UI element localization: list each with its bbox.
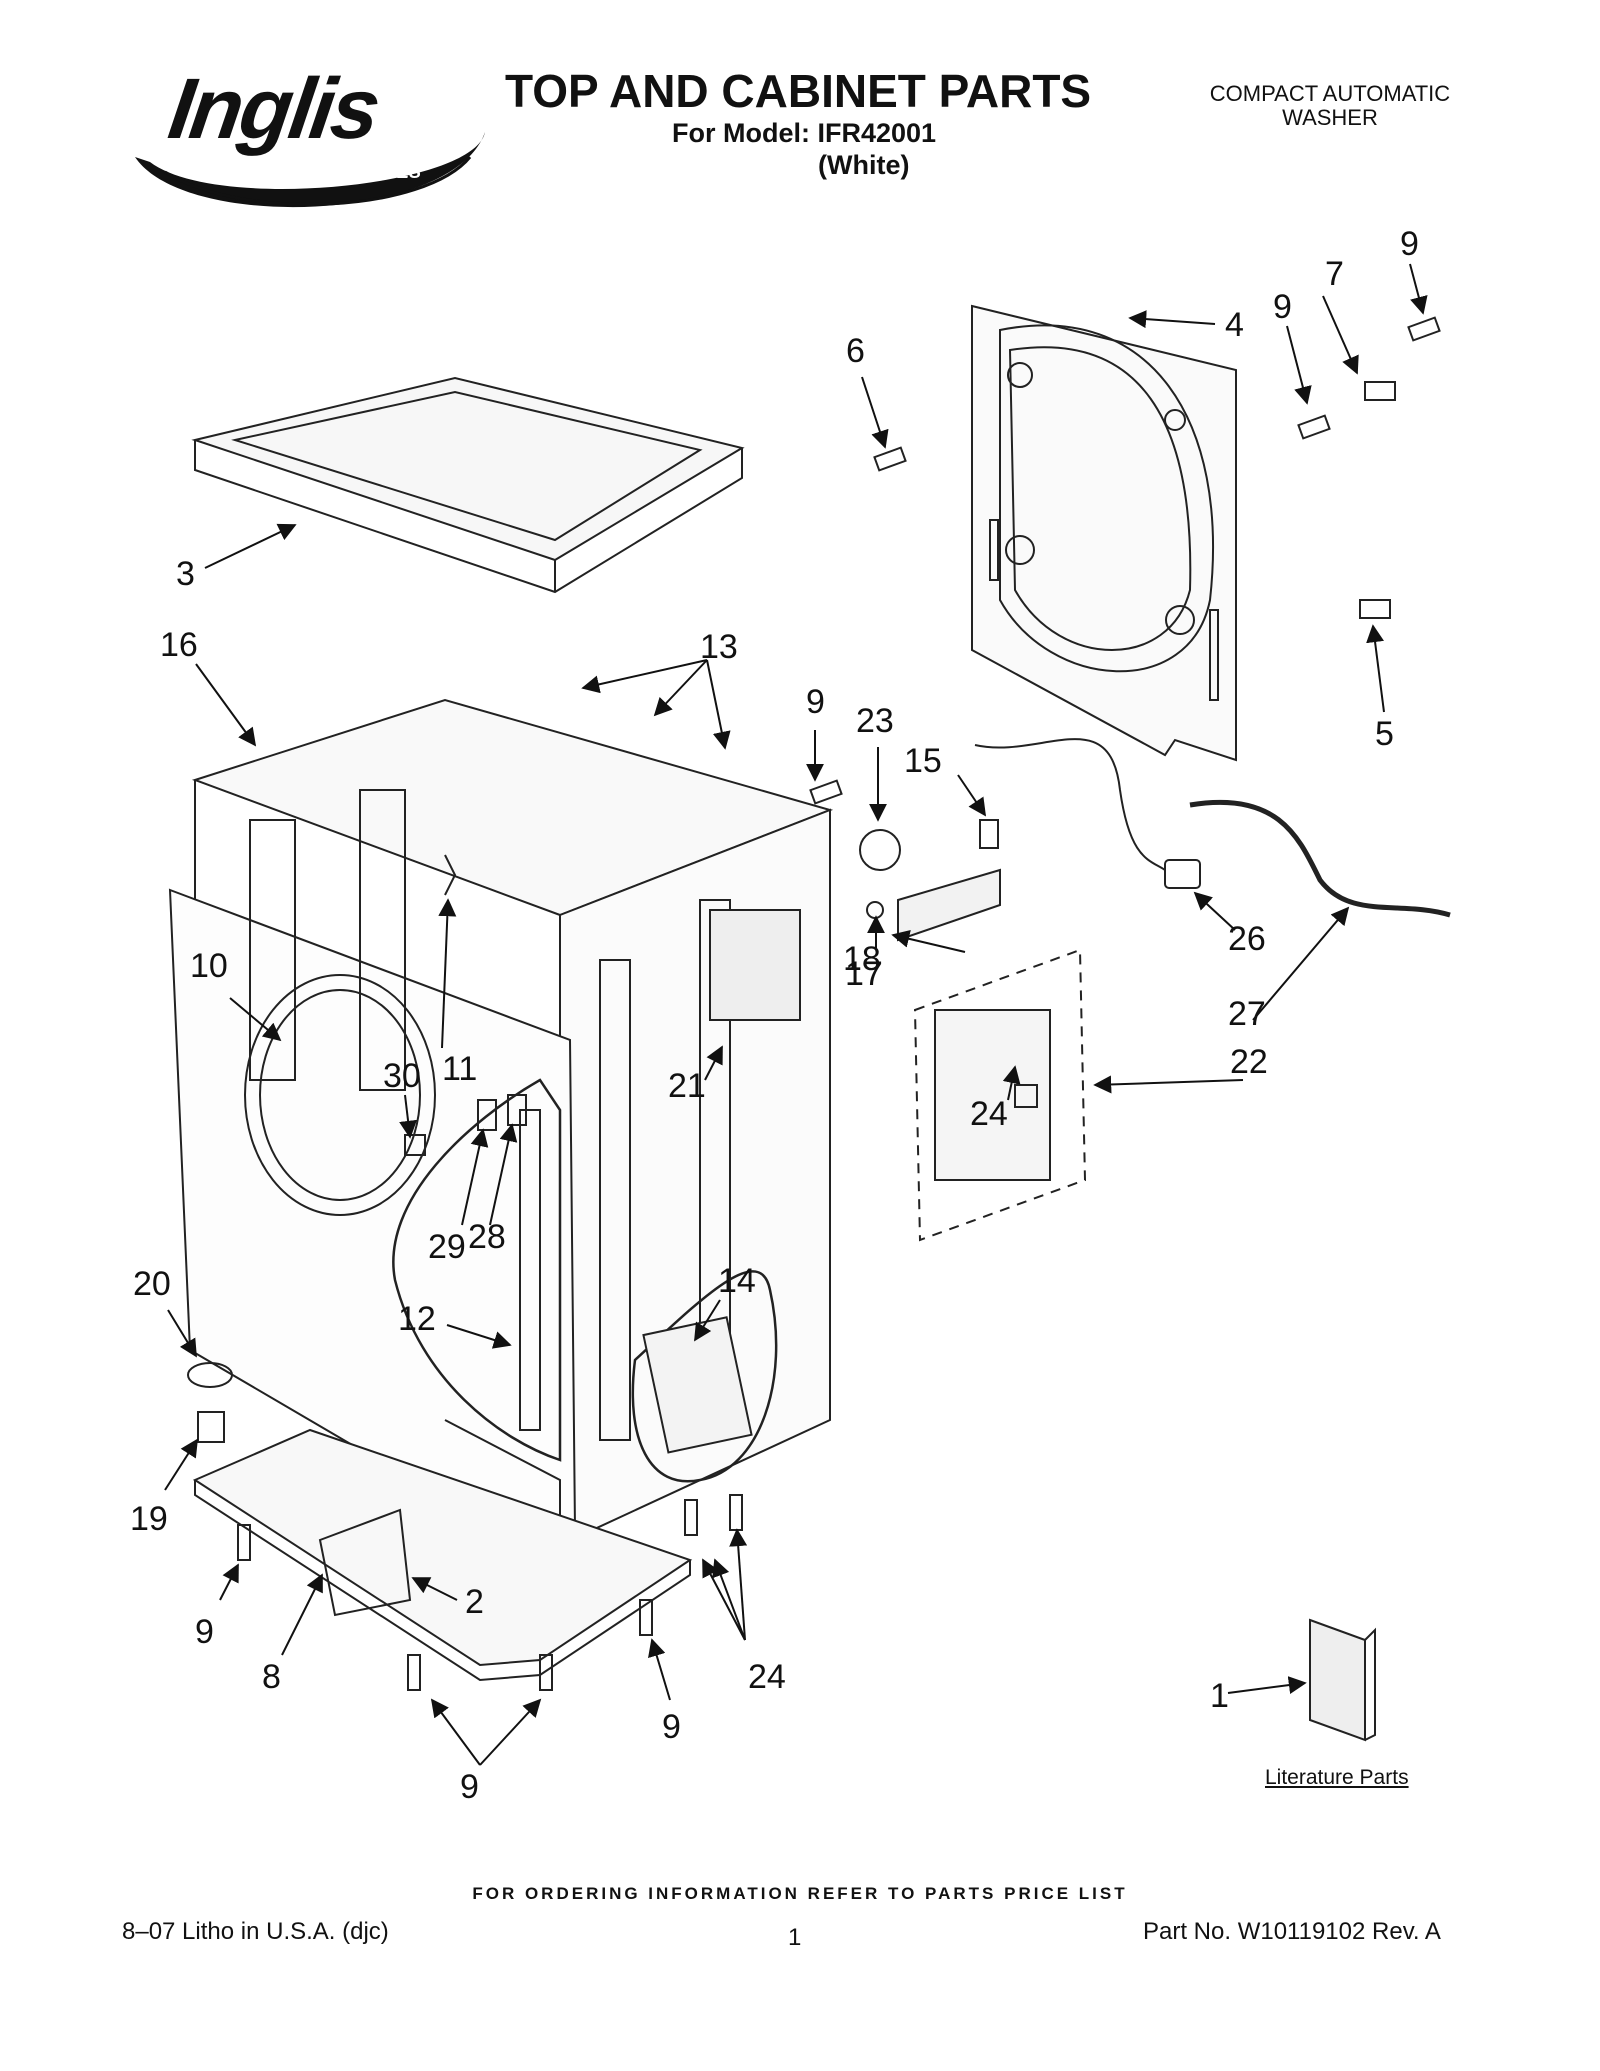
callout-6: 6	[846, 332, 865, 370]
brand-tagline-home: HOME	[193, 162, 247, 182]
callout-9e: 9	[662, 1708, 681, 1746]
callout-3: 3	[176, 555, 195, 593]
callout-9c: 9	[806, 683, 825, 721]
base-plate	[192, 1428, 693, 1682]
product-type-line2: WASHER	[1282, 105, 1378, 130]
top-panel	[191, 376, 745, 594]
callout-13: 13	[700, 628, 738, 666]
callout-21: 21	[668, 1067, 706, 1105]
callout-7: 7	[1325, 255, 1344, 293]
callout-5: 5	[1375, 715, 1394, 753]
product-type-line1: COMPACT AUTOMATIC	[1209, 81, 1451, 106]
cabinet	[168, 698, 834, 1557]
callout-12: 12	[398, 1300, 436, 1338]
literature-parts-label: Literature Parts	[1265, 1766, 1409, 1789]
callout-9f: 9	[460, 1768, 479, 1806]
product-type: COMPACT AUTOMATIC WASHER	[1180, 82, 1480, 130]
callout-18: 18	[843, 940, 881, 978]
callout-16: 16	[160, 626, 198, 664]
callout-22: 22	[1230, 1043, 1268, 1081]
callout-24b: 24	[748, 1658, 786, 1696]
brand-tagline-appliances: APPLIANCES	[305, 162, 422, 182]
brand-logo: Inglis HOME APPLIANCES	[125, 61, 505, 212]
callout-1: 1	[1210, 1677, 1229, 1715]
callout-23: 23	[856, 702, 894, 740]
callout-26: 26	[1228, 920, 1266, 958]
rear-panel	[971, 304, 1237, 762]
page-number: 1	[788, 1924, 802, 1951]
callout-17: 17	[845, 955, 883, 993]
litho-line: 8–07 Litho in U.S.A. (djc)	[122, 1918, 389, 1945]
color-line: (White)	[818, 150, 910, 180]
callout-2: 2	[465, 1583, 484, 1621]
callout-9b: 9	[1273, 288, 1292, 326]
callout-11: 11	[442, 1050, 477, 1088]
callout-20: 20	[133, 1265, 171, 1303]
callout-9d: 9	[195, 1613, 214, 1651]
part-number: Part No. W10119102 Rev. A	[1143, 1918, 1441, 1945]
callout-8: 8	[262, 1658, 281, 1696]
model-line: For Model: IFR42001	[672, 118, 937, 148]
callout-27: 27	[1228, 995, 1266, 1033]
callout-15: 15	[904, 742, 942, 780]
ordering-info: FOR ORDERING INFORMATION REFER TO PARTS …	[472, 1884, 1128, 1903]
callout-24a: 24	[970, 1095, 1008, 1133]
callout-28: 28	[468, 1218, 506, 1256]
callout-19: 19	[130, 1500, 168, 1538]
page-title: TOP AND CABINET PARTS	[505, 65, 1092, 117]
callout-9a: 9	[1400, 225, 1419, 263]
callout-14: 14	[718, 1262, 756, 1300]
callout-10: 10	[190, 947, 228, 985]
logo-swoosh	[135, 132, 485, 208]
callout-4: 4	[1225, 306, 1244, 344]
callout-29: 29	[428, 1228, 466, 1266]
callout-30: 30	[383, 1057, 421, 1095]
